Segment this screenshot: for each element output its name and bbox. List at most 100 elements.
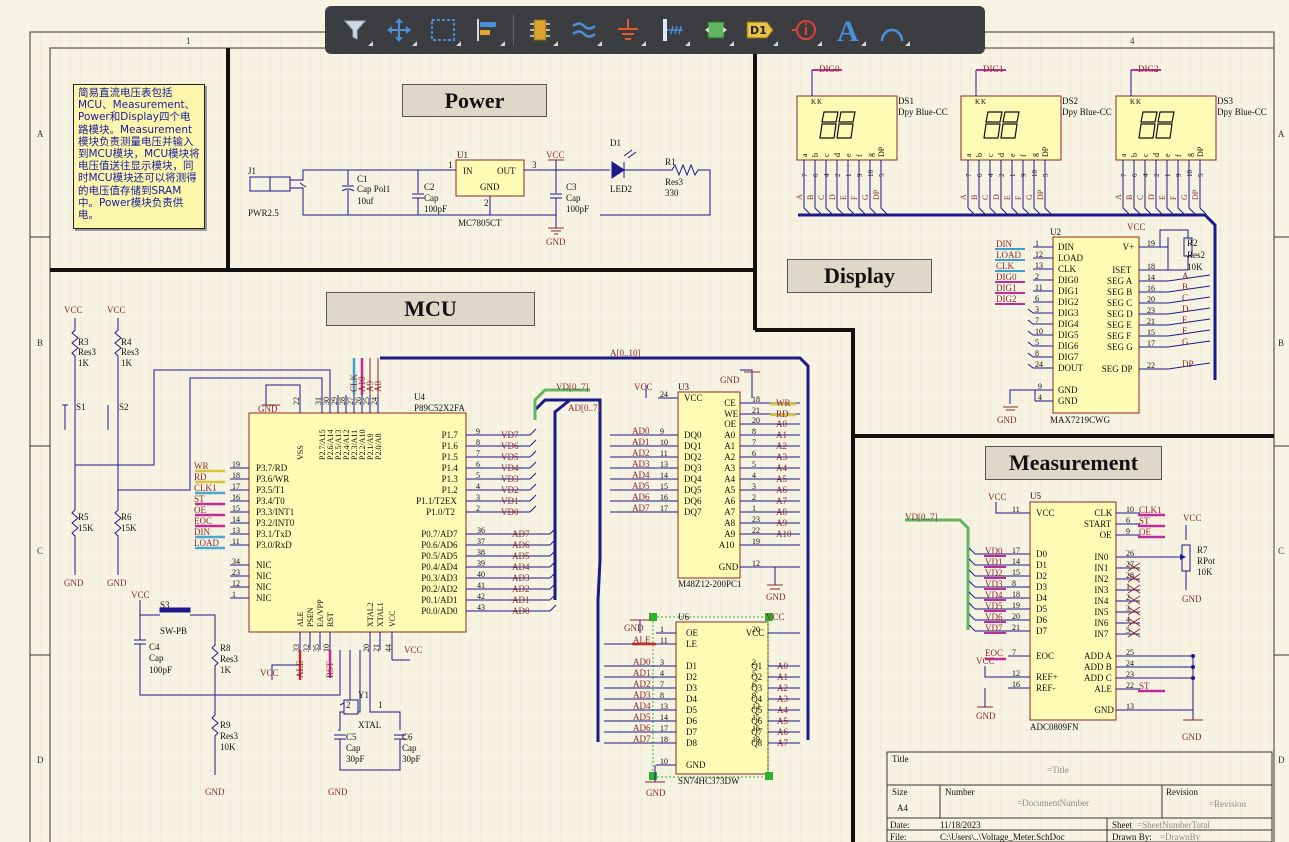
- u3-left-net-6: AD5: [632, 481, 650, 491]
- u4-p1-num-0: 9: [476, 427, 480, 436]
- align-tool[interactable]: [465, 10, 509, 50]
- move-icon: [387, 18, 411, 42]
- ds2-seg-6: g: [1030, 153, 1039, 157]
- r4-type: Res3: [121, 347, 140, 357]
- u2-pin-num-7: 7: [1035, 316, 1039, 325]
- gnd-power: GND: [546, 237, 566, 247]
- bus-a-label: A[0..10]: [610, 348, 641, 358]
- u3-left-name-6: DQ5: [684, 485, 702, 495]
- section-title-display[interactable]: Display: [787, 259, 932, 293]
- ds2-net-2: C: [981, 195, 990, 200]
- gnd-vss: GND: [258, 404, 278, 414]
- description-note[interactable]: 简易直流电压表包括MCU、Measurement、Power和Display四个…: [73, 84, 205, 229]
- u2-pin-name-2: CLK: [1058, 264, 1077, 274]
- u6-left-net-6: AD4: [633, 701, 651, 711]
- gnd-display: GND: [997, 415, 1017, 425]
- sram-labels: U3 M48Z12-200PC1 VCC GND GND U6 SN74HC37…: [624, 375, 786, 798]
- ds2-type: Dpy Blue-CC: [1062, 107, 1112, 117]
- u4-top-name-5: P2.3/A11: [350, 430, 359, 460]
- u3-left-num-7: 16: [660, 493, 668, 502]
- u5-right-name-7: IN4: [1094, 596, 1108, 606]
- r7-designator: R7: [1197, 545, 1208, 555]
- place-sheet-symbol-tool[interactable]: [694, 10, 738, 50]
- row-label-d-right: D: [1278, 755, 1285, 765]
- ds3-pin-7: 5: [1197, 173, 1205, 177]
- u6-left-num-3: 4: [660, 669, 664, 678]
- u2-pin-name-9: DIG6: [1058, 341, 1079, 351]
- place-arc-tool[interactable]: [870, 10, 914, 50]
- u5-right-name-10: IN7: [1094, 629, 1108, 639]
- place-component-tool[interactable]: [518, 10, 562, 50]
- ds2-net-3: D: [992, 194, 1001, 200]
- place-text-tool[interactable]: A: [826, 10, 870, 50]
- u4-pins: P3.7/RD19P3.6/WR18P3.5/T117P3.4/T016P3.3…: [230, 395, 557, 652]
- u6-right-num-0: 20: [752, 625, 760, 634]
- row-label-b: B: [37, 338, 43, 348]
- info-icon: [792, 20, 816, 40]
- c4-value: 100pF: [149, 665, 172, 675]
- designator-tool[interactable]: D1: [738, 10, 782, 50]
- u2-pin-num-0: 1: [1035, 239, 1039, 248]
- u5-right-name-15: GND: [1094, 705, 1114, 715]
- place-port-tool[interactable]: [650, 10, 694, 50]
- ds3-net-3: D: [1147, 194, 1156, 200]
- filter-tool[interactable]: [333, 10, 377, 50]
- u6-left-name-1: LE: [686, 639, 697, 649]
- tb-size-value: A4: [897, 803, 908, 813]
- move-tool[interactable]: [377, 10, 421, 50]
- u5-right-num-0: 10: [1126, 505, 1134, 514]
- u6-left-name-2: D1: [686, 661, 697, 671]
- u4-top-num-4: 28: [338, 397, 347, 405]
- ds1-pin-5: 9: [856, 173, 864, 177]
- parameter-tool[interactable]: [782, 10, 826, 50]
- r1-type: Res3: [665, 177, 684, 187]
- u4-top-net-0: CLK: [349, 373, 359, 392]
- u6-left-num-8: 17: [660, 724, 668, 733]
- u4-p0-name-6: P0.1/AD1: [421, 595, 457, 605]
- section-dividers: [50, 48, 1274, 842]
- u6-left-name-0: OE: [686, 628, 698, 638]
- section-title-mcu[interactable]: MCU: [326, 292, 535, 326]
- u3-right-name-0: CE: [724, 398, 736, 408]
- u3-right-num-4: 7: [752, 438, 756, 447]
- u2-right-num-0: 19: [1147, 239, 1155, 248]
- select-area-tool[interactable]: [421, 10, 465, 50]
- u2-right-num-6: 21: [1147, 317, 1155, 326]
- ds1-net-0: A: [795, 194, 804, 200]
- u5-right-name-3: IN0: [1094, 552, 1108, 562]
- u4-p1-num-4: 5: [476, 471, 480, 480]
- u4-bottom-num-5: 21: [372, 644, 381, 652]
- tb-size-label: Size: [892, 787, 908, 797]
- power-labels: J1 PWR2.5 C1 Cap Pol1 10uf C2 Cap 100pF …: [248, 138, 684, 247]
- section-title-power[interactable]: Power: [402, 84, 547, 117]
- u3-right-net-8: A6: [776, 485, 787, 495]
- u4-p0-name-0: P0.7/AD7: [421, 529, 458, 539]
- place-gnd-tool[interactable]: [606, 10, 650, 50]
- gnd-u6-oe: GND: [624, 623, 644, 633]
- u4-p0-num-5: 41: [477, 581, 485, 590]
- u5-designator: U5: [1030, 491, 1041, 501]
- ds1-pin-3: 2: [834, 173, 842, 177]
- u3-right-name-2: OE: [724, 419, 736, 429]
- u6-left-name-8: D7: [686, 727, 697, 737]
- u5-left-name-5: D4: [1036, 593, 1047, 603]
- u3-right-num-7: 4: [752, 471, 756, 480]
- section-title-measurement[interactable]: Measurement: [985, 446, 1162, 480]
- r2-designator: R2: [1187, 238, 1198, 248]
- u4-p1-net-3: VD4: [501, 463, 519, 473]
- c5-designator: C5: [346, 732, 357, 742]
- y1-pin1: 1: [378, 700, 383, 710]
- u3-right-net-1: RD: [776, 409, 789, 419]
- u4-left-num-7: 11: [232, 537, 240, 546]
- u3-right-net-0: WR: [776, 398, 791, 408]
- u6-right-num-8: 19: [752, 735, 760, 744]
- ds3-net-5: F: [1169, 195, 1178, 200]
- ds1-seg-4: e: [844, 153, 853, 157]
- u1-gnd: GND: [480, 182, 500, 192]
- u4-top-num-2: 30: [322, 397, 331, 405]
- u6-left-num-10: 10: [660, 757, 668, 766]
- ds3-seg-3: d: [1152, 153, 1161, 157]
- u4-left-num-6: 13: [232, 526, 240, 535]
- place-wire-tool[interactable]: [562, 10, 606, 50]
